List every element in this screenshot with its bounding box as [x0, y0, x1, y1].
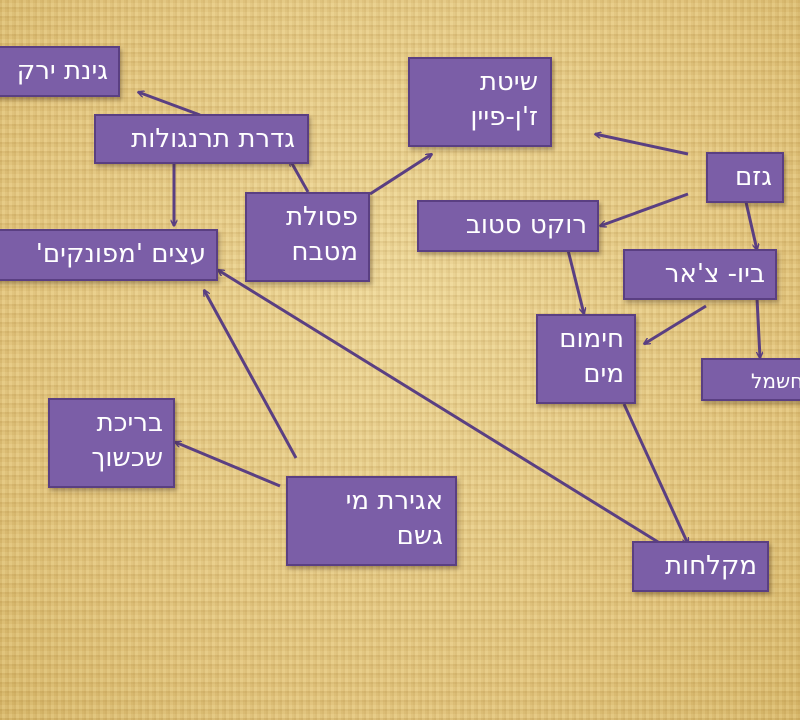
node-water-heating: חימום מים [536, 314, 636, 404]
arrow-showers-to-chipped-wood [218, 268, 659, 544]
arrow-kitchen-waste-to-chicken-fence [288, 160, 310, 193]
arrow-prunings-to-rocket-stove [600, 192, 689, 226]
node-chicken-fence: גדרת תרנגולות [94, 114, 309, 164]
arrow-water-heating-to-showers [622, 403, 690, 544]
node-chipped-wood: עצים 'מפונקים' [0, 229, 218, 281]
node-green-garden: גינת ירק [0, 46, 120, 97]
arrow-prunings-to-zen-fine [595, 134, 689, 156]
node-zen-fine: שיטת ז'ן-פיין [408, 57, 552, 147]
node-kitchen-waste: פסולת מטבח [245, 192, 370, 282]
node-rainwater: אגירת מי גשם [286, 476, 457, 566]
node-showers: מקלחות [632, 541, 769, 592]
arrow-biochar-to-electricity [755, 297, 760, 358]
node-electricity-label: חשמל [751, 369, 800, 393]
node-biochar: ביו- צ'אר [623, 249, 777, 300]
node-prunings: גזם [706, 152, 784, 203]
arrow-prunings-to-biochar [744, 201, 757, 250]
arrow-chicken-fence-to-green-garden [138, 92, 201, 117]
arrow-rocket-stove-to-water-heating [566, 249, 584, 314]
arrow-rainwater-to-swim-pond [175, 442, 281, 488]
arrow-kitchen-waste-to-zen-fine [369, 152, 432, 196]
node-swim-pond: בריכת שכשוך [48, 398, 175, 488]
arrow-rainwater-to-chipped-wood [202, 290, 298, 459]
arrow-biochar-to-water-heating [644, 304, 707, 346]
node-rocket-stove: רוקט סטוב [417, 200, 599, 252]
node-electricity: חשמל [701, 358, 800, 401]
